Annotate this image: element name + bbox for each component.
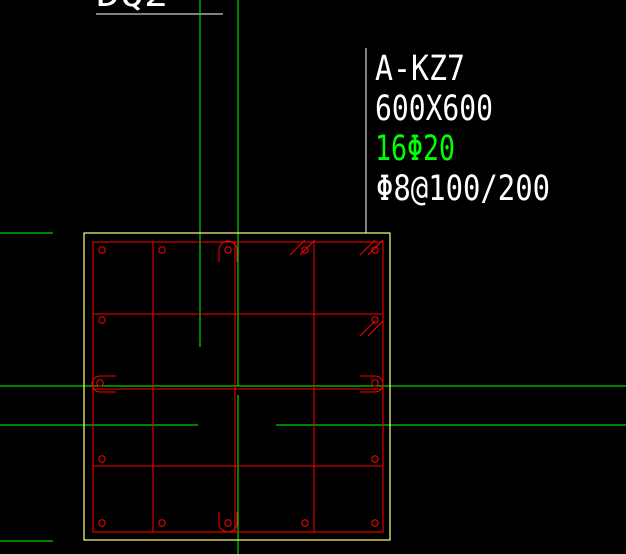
longitudinal-bar <box>301 246 309 254</box>
column-section: 600X600 <box>375 89 493 129</box>
crosstie-hook-right <box>360 375 384 393</box>
column-main-rebar: 16Φ20 <box>375 129 455 169</box>
stirrup-hook <box>367 320 384 337</box>
longitudinal-bar <box>158 246 166 254</box>
stirrup-hook <box>359 239 376 256</box>
longitudinal-bar <box>301 519 309 527</box>
stirrup-hook <box>289 239 306 256</box>
longitudinal-bar <box>371 519 379 527</box>
rebar-layout <box>91 239 384 533</box>
longitudinal-bar <box>224 519 232 527</box>
longitudinal-bar <box>371 246 379 254</box>
longitudinal-bar <box>224 246 232 254</box>
crosstie-hook-left <box>91 375 116 393</box>
stirrup-hook <box>359 320 376 337</box>
column-stirrup: Φ8@100/200 <box>376 169 550 209</box>
longitudinal-bar <box>98 246 106 254</box>
longitudinal-bar <box>158 519 166 527</box>
stirrup-hook <box>367 239 384 256</box>
longitudinal-bar <box>98 455 106 463</box>
longitudinal-bar <box>96 379 104 387</box>
longitudinal-bar <box>371 455 379 463</box>
stirrup-hook <box>299 239 316 256</box>
top-label-partial: DQ2 <box>96 0 168 15</box>
longitudinal-bar <box>371 379 379 387</box>
longitudinal-bar <box>371 316 379 324</box>
column-name: A-KZ7 <box>375 49 465 89</box>
crosstie-hook-bottom <box>218 512 238 533</box>
crosstie-hook-top <box>218 240 238 262</box>
longitudinal-bar <box>98 316 106 324</box>
column-outline <box>83 232 391 541</box>
longitudinal-bar <box>98 519 106 527</box>
